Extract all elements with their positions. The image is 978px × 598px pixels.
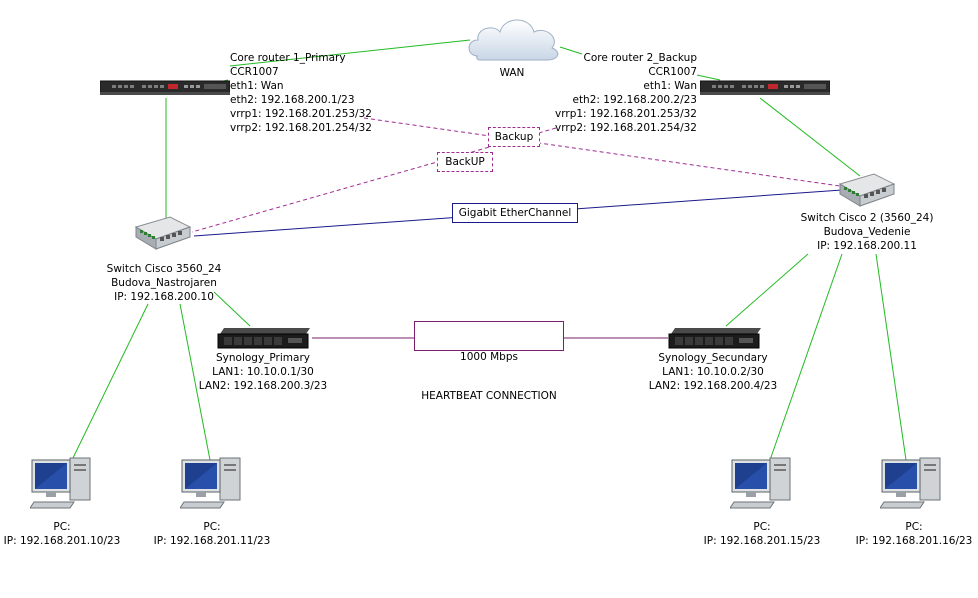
pc4-title: PC: <box>905 521 923 533</box>
pc4-computer-icon <box>880 457 941 509</box>
switch1-pc1-link <box>71 303 149 461</box>
switch1-icon <box>134 216 192 250</box>
nas1-name: Synology_Primary <box>215 352 310 364</box>
router2-model: CCR1007 <box>648 66 697 78</box>
switch1-location: Budova_Nastrojaren <box>111 277 217 289</box>
nas1-server-icon <box>217 328 310 349</box>
router2-vrrp2: vrrp2: 192.168.201.254/32 <box>555 122 697 134</box>
router1-name: Core router 1_Primary <box>230 52 346 64</box>
pc1-computer-icon <box>30 457 91 509</box>
pc2-computer-icon <box>180 457 241 509</box>
vrrp-backup-up-label: BackUP <box>437 152 493 172</box>
pc2-ip: IP: 192.168.201.11/23 <box>153 535 271 547</box>
router1-vrrp1: vrrp1: 192.168.201.253/32 <box>230 108 372 120</box>
router1-eth2: eth2: 192.168.200.1/23 <box>230 94 355 106</box>
pc2-title: PC: <box>203 521 221 533</box>
pc3-computer-icon <box>730 457 791 509</box>
nas2-server-icon <box>668 328 761 349</box>
cloud-icon <box>468 19 559 61</box>
heartbeat-speed: 1000 Mbps <box>460 351 518 363</box>
router1-model: CCR1007 <box>230 66 279 78</box>
router2-eth1: eth1: Wan <box>643 80 697 92</box>
pc1-title: PC: <box>53 521 71 533</box>
router2-vrrp1: vrrp1: 192.168.201.253/32 <box>555 108 697 120</box>
switch2-pc3-link <box>769 253 843 461</box>
switch2-ip: IP: 192.168.200.11 <box>817 240 917 252</box>
router2-icon <box>700 80 830 95</box>
router2-switch2-link <box>759 97 861 177</box>
switch2-name: Switch Cisco 2 (3560_24) <box>800 212 934 224</box>
pc3-title: PC: <box>753 521 771 533</box>
pc3-ip: IP: 192.168.201.15/23 <box>703 535 821 547</box>
nas1-lan2: LAN2: 192.168.200.3/23 <box>198 380 328 392</box>
nas1-lan1: LAN1: 10.10.0.1/30 <box>212 366 314 378</box>
vrrp-link-router1-switch2 <box>363 117 841 187</box>
router1-vrrp2: vrrp2: 192.168.201.254/32 <box>230 122 372 134</box>
heartbeat-label: 1000 Mbps HEARTBEAT CONNECTION <box>414 321 564 402</box>
switch1-ip: IP: 192.168.200.10 <box>114 291 214 303</box>
switch2-pc4-link <box>875 253 907 461</box>
wan-link-router2 <box>559 46 583 55</box>
switch2-location: Budova_Vedenie <box>823 226 911 238</box>
heartbeat-type: HEARTBEAT CONNECTION <box>421 390 557 402</box>
router2-name: Core router 2_Backup <box>583 52 697 64</box>
switch1-pc2-link <box>179 303 211 461</box>
vrrp-backup-label: Backup <box>488 127 540 147</box>
router1-icon <box>100 80 230 95</box>
switch2-nas2-link <box>725 253 809 327</box>
switch2-icon <box>838 173 896 207</box>
router2-wan-stub <box>696 74 721 81</box>
switch1-name: Switch Cisco 3560_24 <box>106 263 222 275</box>
router1-eth1: eth1: Wan <box>230 80 284 92</box>
router2-eth2: eth2: 192.168.200.2/23 <box>572 94 697 106</box>
nas2-lan2: LAN2: 192.168.200.4/23 <box>648 380 778 392</box>
etherchannel-label: Gigabit EtherChannel <box>452 203 578 223</box>
wan-link-router1 <box>229 39 471 67</box>
wan-label: WAN <box>499 67 525 79</box>
nas2-name: Synology_Secundary <box>658 352 768 364</box>
pc1-ip: IP: 192.168.201.10/23 <box>3 535 121 547</box>
nas2-lan1: LAN1: 10.10.0.2/30 <box>662 366 764 378</box>
pc4-ip: IP: 192.168.201.16/23 <box>855 535 973 547</box>
switch1-nas1-link <box>213 291 251 327</box>
